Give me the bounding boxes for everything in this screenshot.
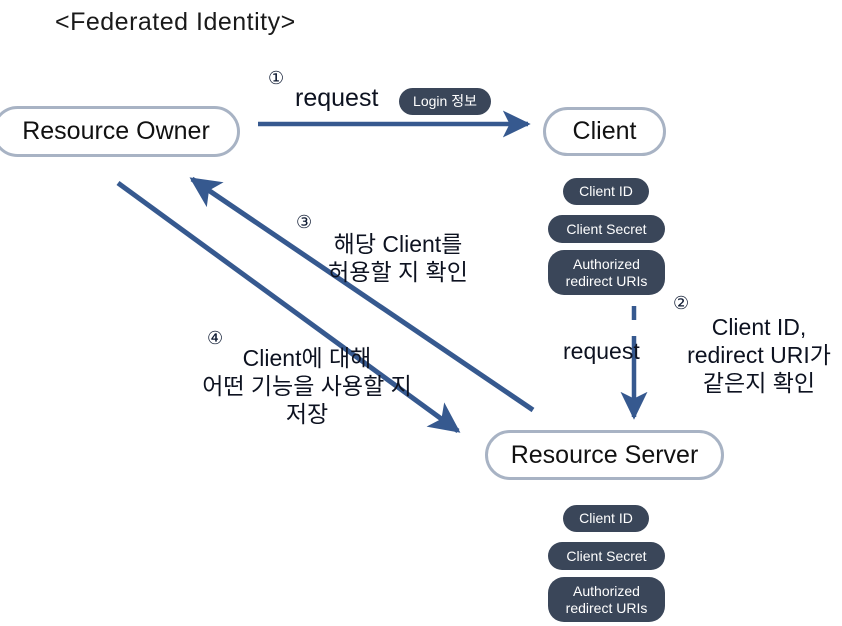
flow-label-3: 해당 Client를 허용할 지 확인 (328, 231, 468, 286)
badge-client-id-client: Client ID (563, 178, 649, 205)
flow-label-1: request (295, 84, 379, 112)
badge-authorized-redirect-uris-server: Authorized redirect URIs (548, 577, 665, 622)
node-resource-server-label: Resource Server (510, 440, 699, 469)
badge-client-secret-client: Client Secret (548, 215, 665, 243)
step-number-3: ③ (296, 212, 313, 232)
flow-label-2: Client ID, redirect URI가 같은지 확인 (687, 314, 831, 397)
badge-client-secret-server: Client Secret (548, 542, 665, 570)
node-client[interactable]: Client (543, 107, 666, 156)
badge-client-id-server: Client ID (563, 505, 649, 532)
node-resource-owner-label: Resource Owner (22, 117, 210, 145)
flow-label-4: Client에 대해 어떤 기능을 사용할 지 저장 (202, 345, 412, 428)
page-title: <Federated Identity> (55, 8, 296, 36)
node-resource-server[interactable]: Resource Server (485, 430, 724, 480)
badge-authorized-redirect-uris-client: Authorized redirect URIs (548, 250, 665, 295)
badge-login-info: Login 정보 (399, 88, 491, 115)
node-client-label: Client (572, 117, 637, 145)
flow-label-2-arrow: request (563, 338, 640, 364)
step-number-2: ② (673, 293, 690, 313)
step-number-1: ① (268, 68, 285, 88)
step-number-4: ④ (207, 328, 224, 348)
node-resource-owner[interactable]: Resource Owner (0, 106, 240, 157)
